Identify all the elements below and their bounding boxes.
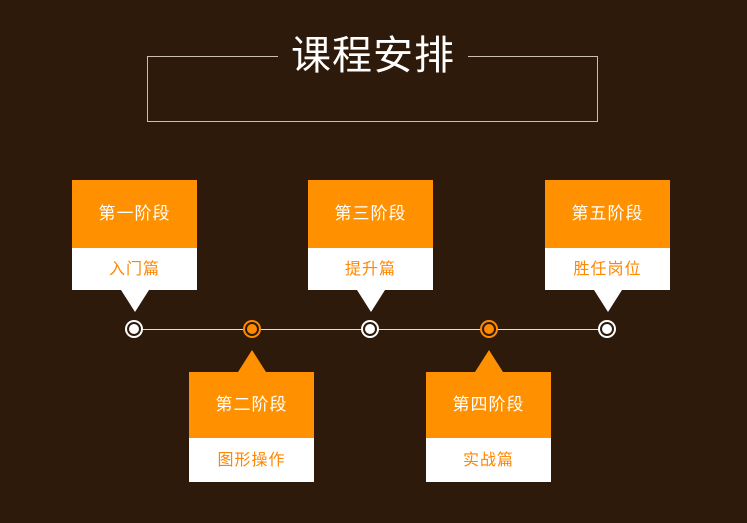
timeline-node-1 xyxy=(127,322,141,336)
stage-name: 第四阶段 xyxy=(426,372,551,438)
card-pointer xyxy=(120,290,149,312)
stage-card-4: 第四阶段 实战篇 xyxy=(426,350,551,482)
stage-name: 第一阶段 xyxy=(72,180,197,248)
card-pointer xyxy=(237,350,266,372)
stage-name: 第五阶段 xyxy=(545,180,670,248)
card-pointer xyxy=(356,290,385,312)
timeline-node-5 xyxy=(600,322,614,336)
timeline-node-3 xyxy=(363,322,377,336)
stage-topic: 提升篇 xyxy=(308,248,433,290)
stage-name: 第二阶段 xyxy=(189,372,314,438)
stage-topic: 实战篇 xyxy=(426,438,551,482)
card-pointer xyxy=(474,350,503,372)
page-title: 课程安排 xyxy=(278,30,468,82)
stage-card-2: 第二阶段 图形操作 xyxy=(189,350,314,482)
stage-topic: 入门篇 xyxy=(72,248,197,290)
timeline-node-2 xyxy=(245,322,259,336)
stage-card-3: 第三阶段 提升篇 xyxy=(308,180,433,312)
card-pointer xyxy=(593,290,622,312)
timeline-node-4 xyxy=(482,322,496,336)
stage-topic: 图形操作 xyxy=(189,438,314,482)
stage-card-1: 第一阶段 入门篇 xyxy=(72,180,197,312)
stage-card-5: 第五阶段 胜任岗位 xyxy=(545,180,670,312)
stage-topic: 胜任岗位 xyxy=(545,248,670,290)
stage-name: 第三阶段 xyxy=(308,180,433,248)
